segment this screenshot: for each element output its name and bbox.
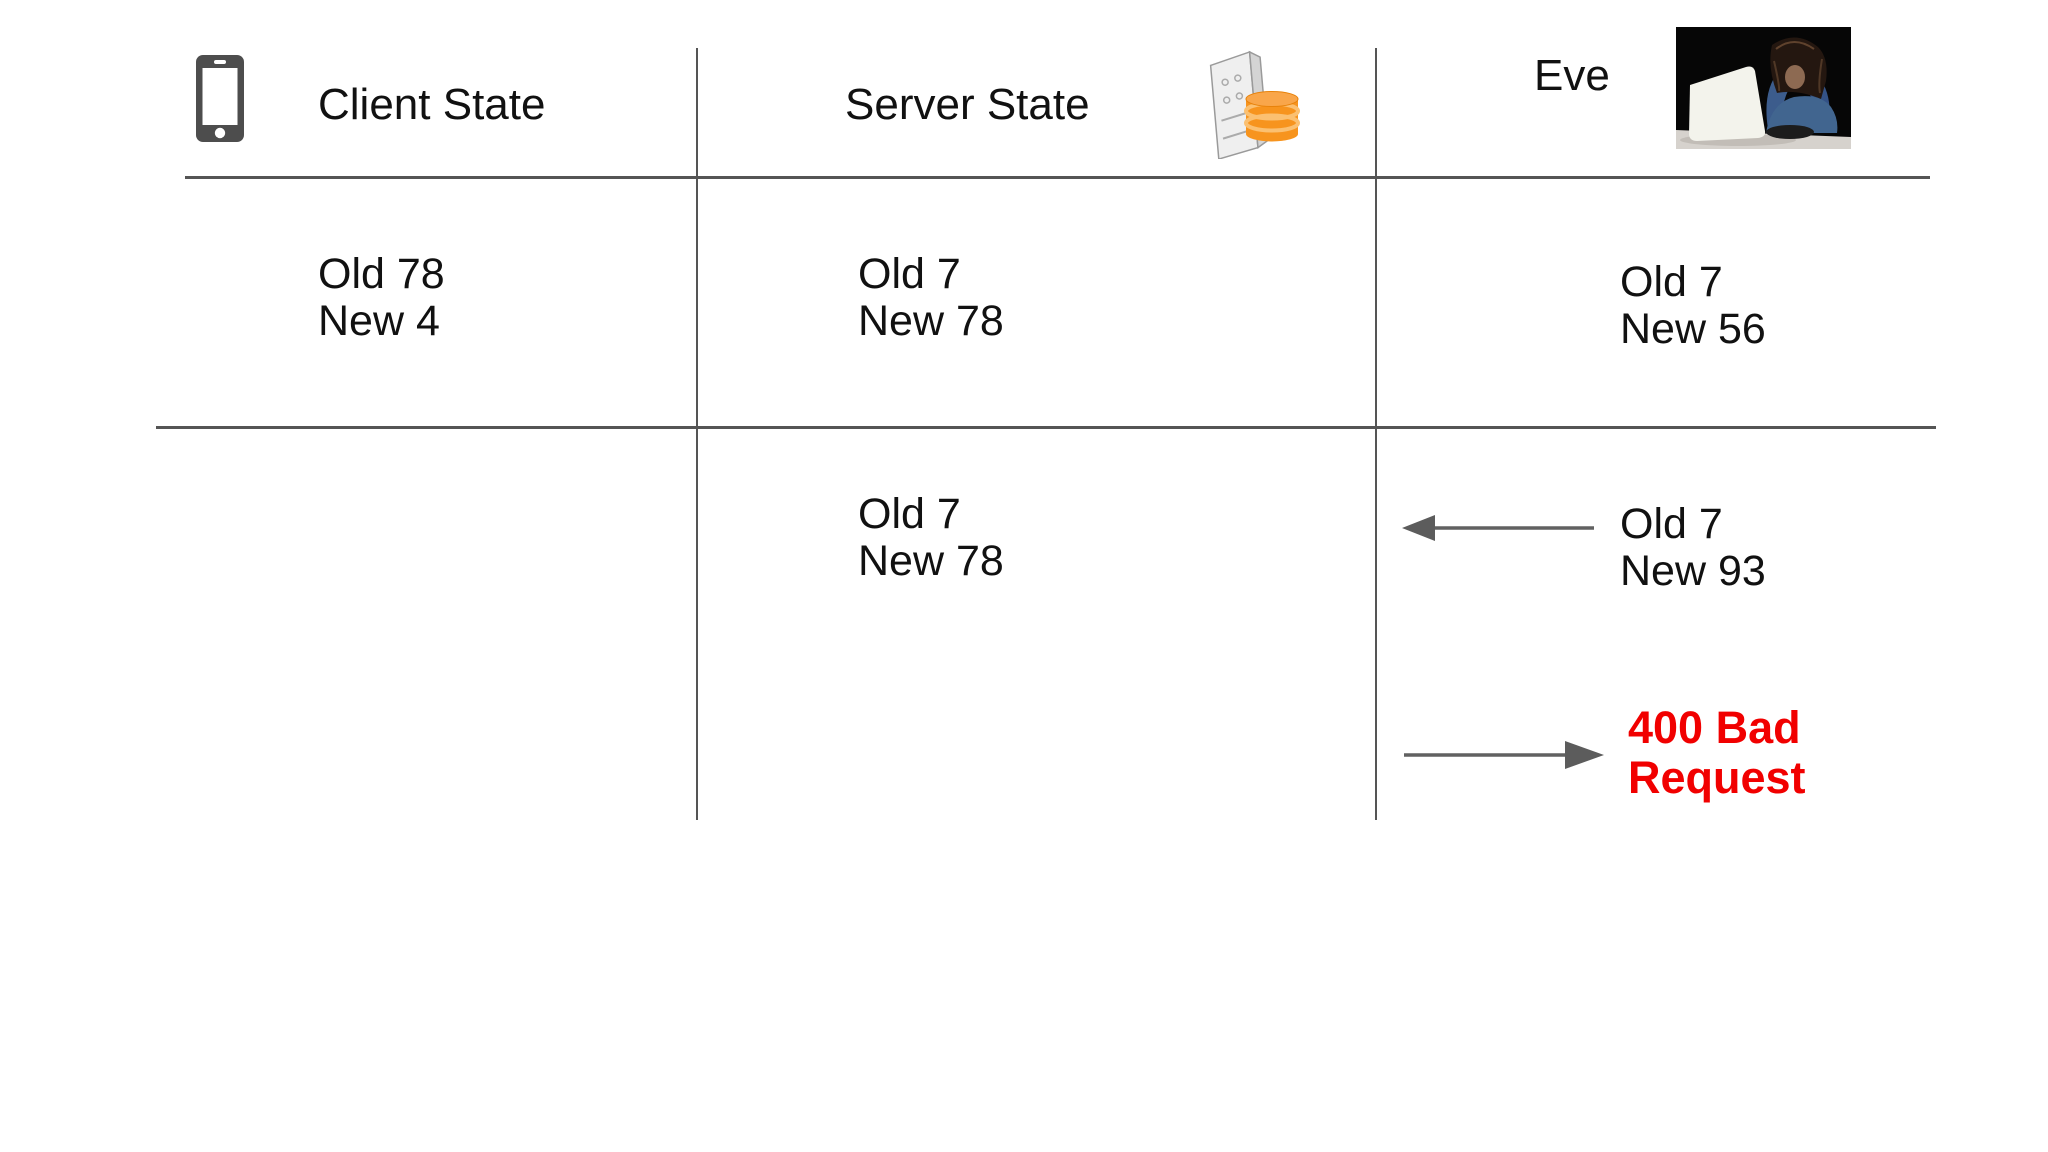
hacker-at-laptop-photo [1676,27,1851,149]
error-message: 400 Bad Request [1628,703,1806,803]
state-line: New 93 [1620,547,1766,595]
server-state-row2: Old 7 New 78 [858,491,1004,585]
state-line: Old 7 [858,490,961,538]
eve-state-row1: Old 7 New 56 [1620,259,1766,353]
left-arrow-icon [1398,506,1598,550]
state-line: Old 7 [1620,500,1723,548]
column-header-client: Client State [318,80,546,129]
row-separator-line [156,426,1936,429]
state-line: New 78 [858,297,1004,345]
column-header-eve: Eve [1534,51,1610,100]
state-line: Old 78 [318,250,445,298]
smartphone-icon [195,53,245,144]
column-divider-line-2 [1375,48,1377,820]
header-separator-line [185,176,1930,179]
state-line: New 78 [858,537,1004,585]
server-database-icon [1200,47,1300,159]
column-header-server: Server State [845,80,1090,129]
right-arrow-icon [1398,733,1608,777]
state-line: New 56 [1620,305,1766,353]
server-state-row1: Old 7 New 78 [858,251,1004,345]
state-line: Old 7 [1620,258,1723,306]
error-line: Request [1628,752,1806,803]
column-divider-line-1 [696,48,698,820]
state-line: New 4 [318,297,440,345]
error-line: 400 Bad [1628,702,1801,753]
eve-state-row2: Old 7 New 93 [1620,501,1766,595]
state-line: Old 7 [858,250,961,298]
client-state-row1: Old 78 New 4 [318,251,445,345]
